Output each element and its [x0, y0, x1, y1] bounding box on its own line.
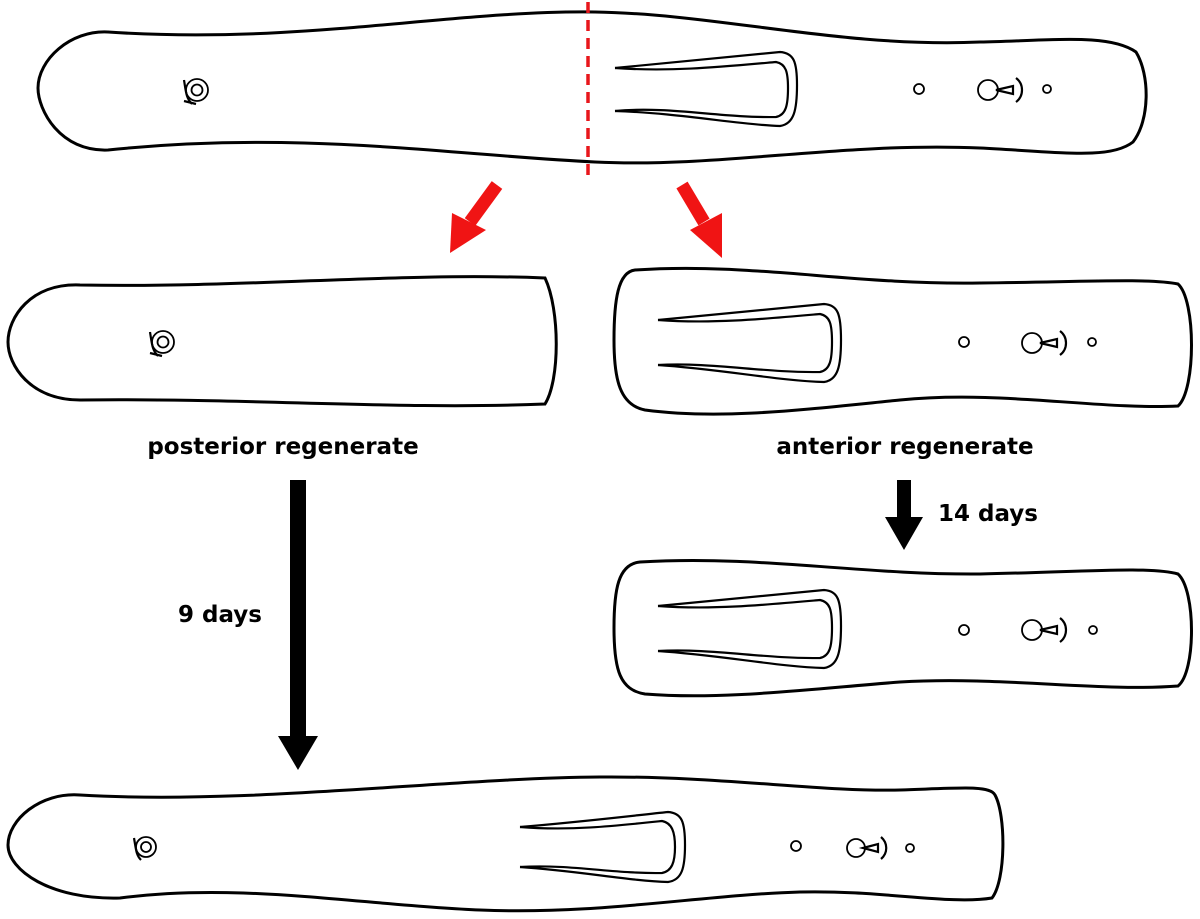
cut-arrow-left — [450, 181, 503, 253]
pharynx-icon — [614, 50, 799, 128]
pore-icon — [1088, 625, 1098, 635]
posterior-regenerate-outline — [6, 275, 558, 408]
posterior-regenerate-label: posterior regenerate — [147, 434, 418, 460]
pore-icon — [958, 624, 970, 636]
anterior-regenerate-outline — [612, 266, 1193, 416]
anterior-result-outline — [612, 559, 1193, 698]
pore-icon — [1087, 337, 1097, 347]
pore-icon — [790, 840, 802, 852]
posterior-time-label: 9 days — [178, 602, 262, 628]
posterior-time-arrow — [278, 480, 318, 770]
anterior-regenerate-worm — [612, 266, 1193, 416]
pore-icon — [913, 83, 925, 95]
pore-icon — [1042, 84, 1052, 94]
original-worm — [36, 10, 1148, 165]
copulatory-organ-icon — [1021, 330, 1068, 356]
pore-icon — [905, 843, 915, 853]
anterior-result-worm — [612, 559, 1193, 698]
eye-icon — [132, 836, 157, 861]
copulatory-organ-icon — [977, 77, 1024, 103]
eye-icon — [182, 78, 209, 106]
posterior-result-worm — [6, 775, 1005, 913]
pharynx-icon — [657, 588, 843, 670]
copulatory-organ-icon — [846, 836, 888, 860]
pore-icon — [958, 336, 970, 348]
original-worm-outline — [36, 10, 1148, 165]
anterior-time-label: 14 days — [938, 501, 1038, 527]
cut-arrow-right — [676, 181, 722, 258]
pharynx-icon — [657, 302, 843, 384]
anterior-regenerate-label: anterior regenerate — [776, 434, 1033, 460]
anterior-time-arrow — [885, 480, 923, 550]
pharynx-icon — [519, 810, 687, 884]
eye-icon — [148, 330, 175, 358]
copulatory-organ-icon — [1021, 617, 1068, 643]
posterior-regenerate-worm — [6, 275, 558, 408]
posterior-result-outline — [6, 775, 1005, 913]
